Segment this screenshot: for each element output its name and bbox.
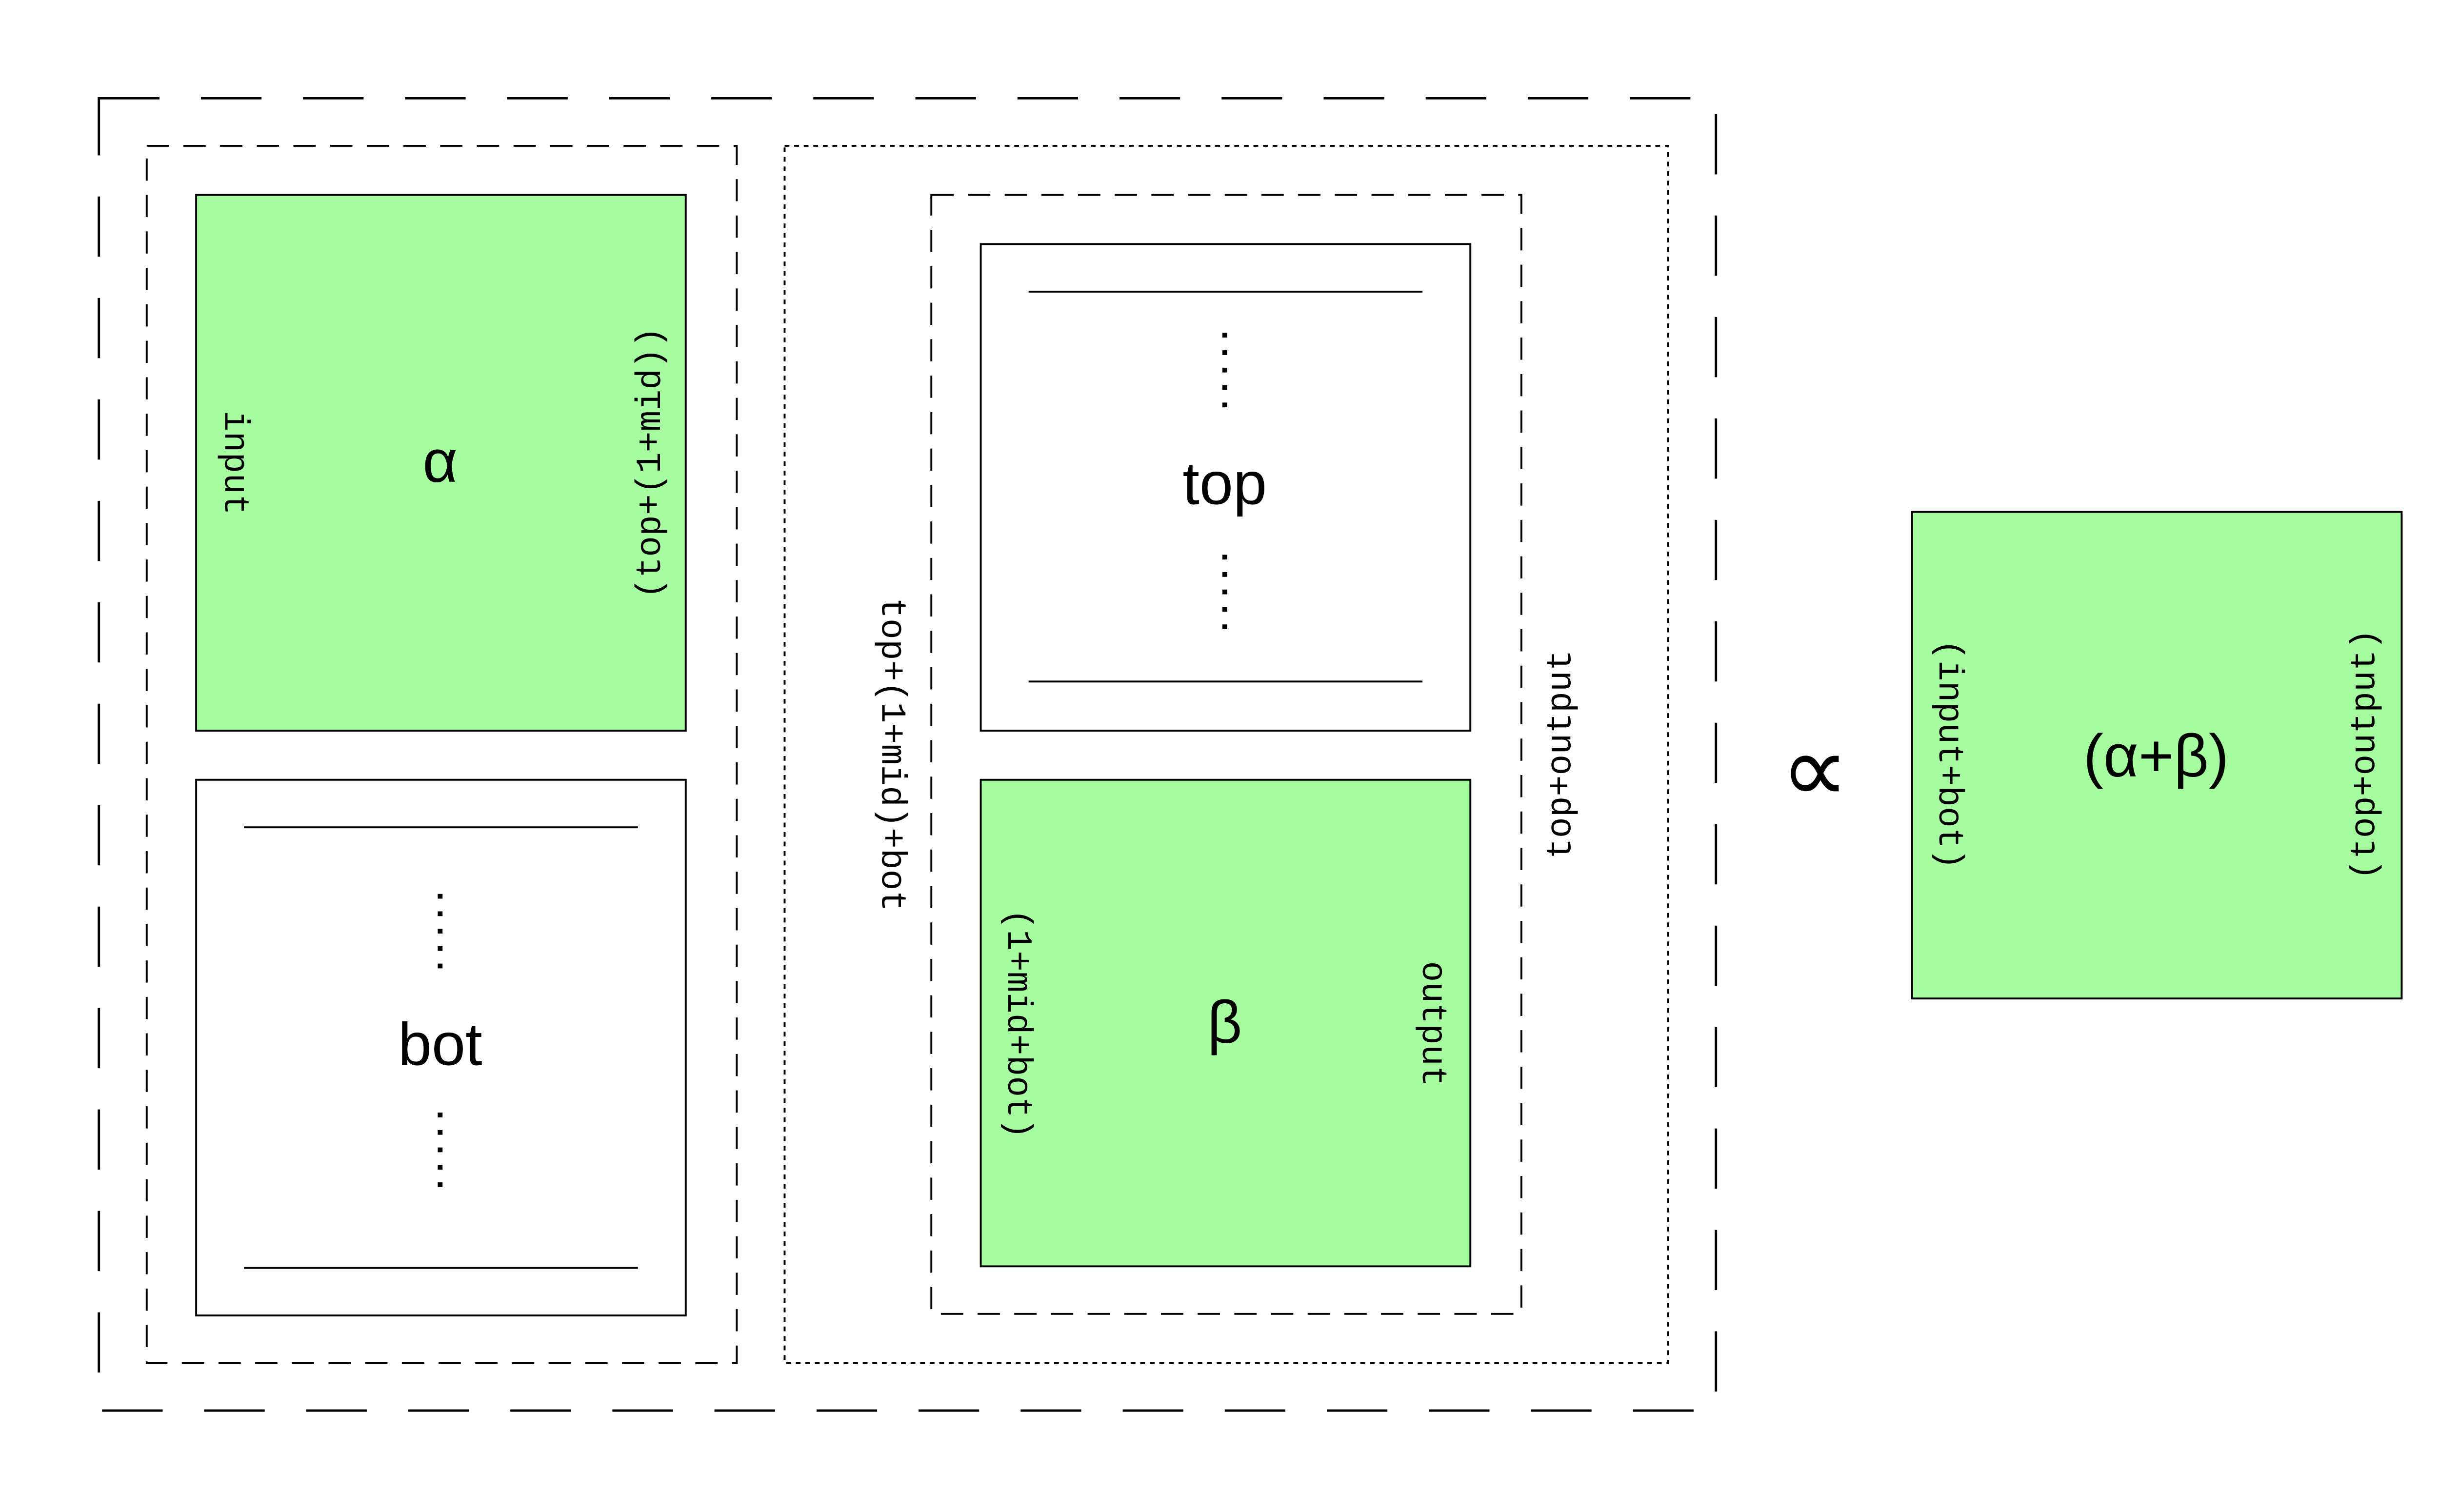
bot-box-rect xyxy=(195,778,687,1317)
alpha-right-label: (top+(1+mid)) xyxy=(631,327,671,599)
result-right-label: (top+output) xyxy=(2345,629,2385,880)
top-box: top xyxy=(980,243,1472,732)
result-symbol: (α+β) xyxy=(2083,723,2229,790)
alpha-symbol: α xyxy=(422,428,458,495)
beta-symbol: β xyxy=(1207,989,1242,1056)
bot-box: bot xyxy=(195,778,687,1317)
left-group-frame xyxy=(145,145,738,1364)
top-symbol: top xyxy=(1182,450,1267,517)
alpha-box: α input (top+(1+mid)) xyxy=(195,194,687,732)
beta-box: β (1+mid+bot) output xyxy=(980,778,1472,1268)
right-group-left-label: top+(1+mid)+bot xyxy=(871,597,911,911)
bot-symbol: bot xyxy=(398,1011,482,1078)
proportional-symbol: ∝ xyxy=(1780,716,1849,822)
beta-box-rect xyxy=(980,778,1472,1268)
inner-group-frame xyxy=(930,194,1522,1315)
right-group-right-label: top+output xyxy=(1541,650,1581,859)
result-box-rect xyxy=(1911,511,2403,1000)
alpha-left-label: input xyxy=(215,411,255,515)
beta-left-label: (1+mid+bot) xyxy=(998,909,1038,1139)
top-box-rect xyxy=(980,243,1472,732)
result-left-label: (input+bot) xyxy=(1929,639,1969,870)
result-box: (α+β) (input+bot) (top+output) xyxy=(1911,511,2403,1000)
right-group-frame xyxy=(783,145,1669,1364)
alpha-box-rect xyxy=(195,194,687,732)
outer-frame xyxy=(98,97,1718,1412)
beta-right-label: output xyxy=(1412,961,1452,1086)
